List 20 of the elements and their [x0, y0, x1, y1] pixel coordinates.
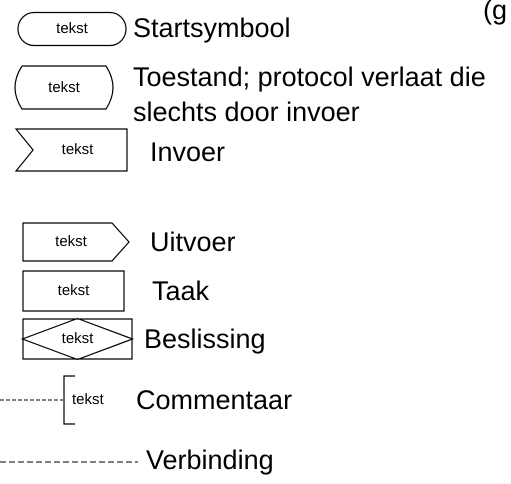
symbol-description: Invoer	[150, 136, 226, 168]
symbol-description: Commentaar	[136, 384, 292, 416]
symbol-text: tekst	[54, 233, 88, 251]
symbol-text: tekst	[60, 141, 94, 159]
output-symbol	[22, 222, 130, 262]
legend-label: Verbinding	[146, 444, 274, 476]
symbol-description: Startsymbool	[133, 12, 291, 44]
symbol-text: tekst	[60, 330, 94, 348]
start-symbol	[18, 12, 126, 46]
symbol-description: Taak	[152, 275, 210, 307]
task-symbol	[22, 270, 125, 312]
symbol-description: Beslissing	[144, 323, 266, 355]
symbol-text: tekst	[47, 78, 81, 96]
decision-symbol	[22, 318, 133, 360]
input-symbol	[15, 128, 128, 172]
symbol-description: Toestand; protocol verlaat die slechts door invoer	[133, 61, 487, 129]
symbol-text: tekst	[72, 391, 105, 409]
symbol-text: tekst	[56, 282, 90, 300]
symbol-text: tekst	[55, 20, 89, 38]
symbol-description: Uitvoer	[150, 226, 236, 258]
